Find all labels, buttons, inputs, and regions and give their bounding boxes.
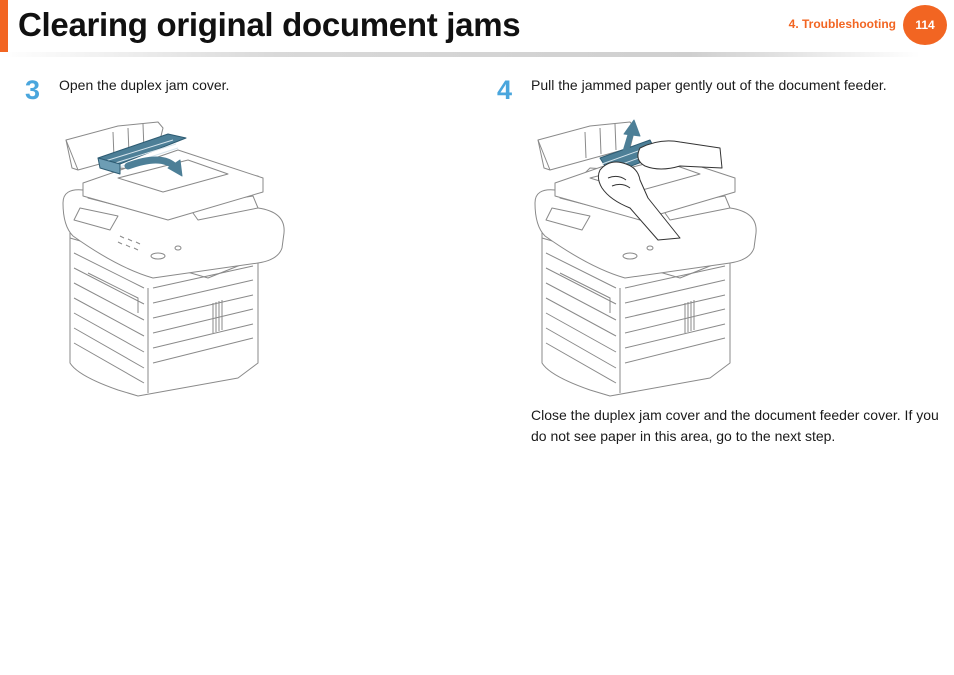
step-4-note: Close the duplex jam cover and the docum… <box>531 407 939 444</box>
header-divider <box>0 52 920 57</box>
step-text-4: Pull the jammed paper gently out of the … <box>531 77 887 93</box>
step-text-3: Open the duplex jam cover. <box>59 77 230 93</box>
printer-pull-paper-illustration <box>534 119 757 397</box>
page-title: Clearing original document jams <box>18 6 521 43</box>
printer-open-duplex-cover-illustration <box>62 121 285 397</box>
header-accent-bar <box>0 0 8 52</box>
page-number-badge: 114 <box>903 5 947 45</box>
section-breadcrumb[interactable]: 4. Troubleshooting <box>788 17 896 31</box>
step-number-3: 3 <box>25 75 41 105</box>
step-number-4: 4 <box>497 75 513 105</box>
